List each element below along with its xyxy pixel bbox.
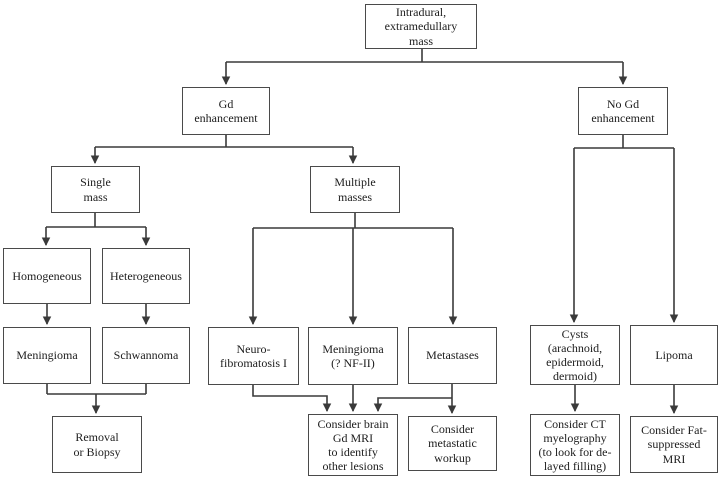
node-label: Neuro- fibromatosis I [220,341,287,370]
node-consider-brain-gd-mri: Consider brain Gd MRI to identify other … [308,414,398,476]
node-neurofibromatosis-1: Neuro- fibromatosis I [208,327,299,385]
node-homogeneous: Homogeneous [3,248,91,304]
node-label: Cysts (arachnoid, epidermoid, dermoid) [546,326,604,384]
node-intradural-extramedullary-mass: Intradural, extramedullary mass [365,4,477,49]
node-consider-fat-suppressed-mri: Consider Fat- suppressed MRI [630,416,718,473]
node-gd-enhancement: Gd enhancement [182,87,270,135]
node-label: Metastases [426,348,479,363]
node-consider-metastatic-workup: Consider metastatic workup [408,416,497,471]
node-removal-or-biopsy: Removal or Biopsy [52,416,142,473]
node-schwannoma: Schwannoma [102,327,190,384]
node-label: Multiple masses [334,175,376,204]
connector-arrow [252,385,332,412]
node-label: Intradural, extramedullary mass [384,5,458,48]
node-label: Heterogeneous [110,268,182,283]
node-no-gd-enhancement: No Gd enhancement [578,87,668,135]
connector-arrow [373,397,452,412]
node-label: Meningioma (? NF-II) [322,341,384,370]
node-metastases: Metastases [408,327,497,384]
node-label: Removal or Biopsy [73,430,121,459]
node-multiple-masses: Multiple masses [310,166,400,213]
node-label: Gd enhancement [194,96,258,125]
node-consider-ct-myelography: Consider CT myelography (to look for de-… [530,414,620,476]
node-single-mass: Single mass [51,166,140,213]
node-label: Single mass [80,175,111,204]
node-label: Consider metastatic workup [428,422,477,465]
node-label: Homogeneous [12,268,82,283]
node-label: No Gd enhancement [591,96,655,125]
node-label: Consider CT myelography (to look for de-… [538,416,612,474]
node-meningioma-nf2: Meningioma (? NF-II) [308,327,398,385]
node-label: Lipoma [655,347,693,362]
node-meningioma: Meningioma [3,327,91,384]
node-label: Consider brain Gd MRI to identify other … [317,416,389,474]
node-heterogeneous: Heterogeneous [102,248,190,304]
node-cysts: Cysts (arachnoid, epidermoid, dermoid) [530,325,620,385]
node-label: Consider Fat- suppressed MRI [641,423,707,466]
node-label: Meningioma [16,348,78,363]
node-lipoma: Lipoma [630,325,718,385]
node-label: Schwannoma [113,348,179,363]
